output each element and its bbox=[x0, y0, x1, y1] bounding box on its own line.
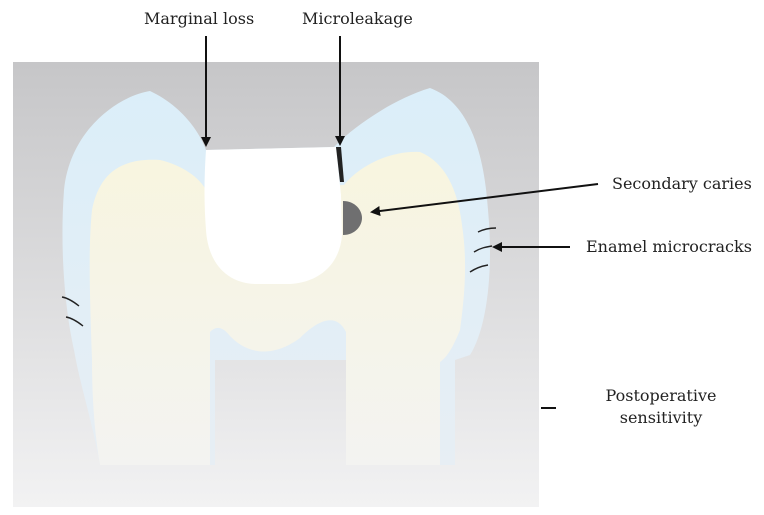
restoration-filling bbox=[205, 147, 343, 284]
label-secondary-caries: Secondary caries bbox=[612, 173, 752, 195]
label-marginal-loss: Marginal loss bbox=[144, 8, 254, 30]
label-postoperative-sensitivity-line1: Postoperative bbox=[586, 385, 736, 407]
label-enamel-microcracks: Enamel microcracks bbox=[586, 236, 752, 258]
label-microleakage: Microleakage bbox=[302, 8, 413, 30]
label-postoperative-sensitivity-line2: sensitivity bbox=[586, 407, 736, 429]
label-postoperative-sensitivity: Postoperative sensitivity bbox=[586, 385, 736, 429]
